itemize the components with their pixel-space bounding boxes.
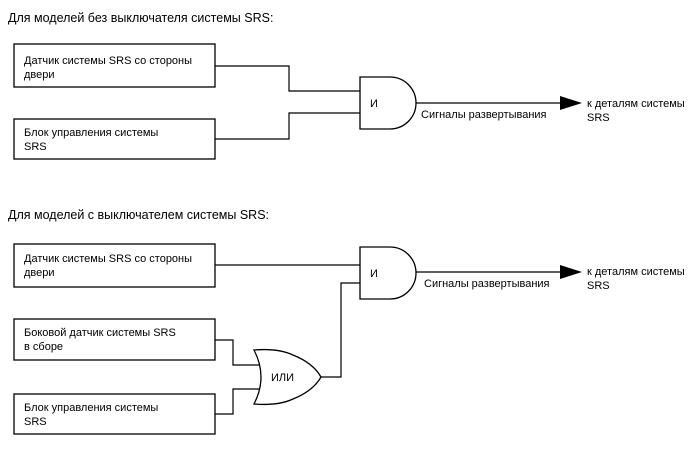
door-sensor-label-line1: Датчик системы SRS со стороны (24, 55, 192, 67)
wire-door-sensor-to-and (215, 65, 360, 92)
and-gate-2-label: И (370, 268, 378, 280)
side-sensor-label-line2: в сборе (24, 341, 63, 353)
section1-heading: Для моделей без выключателя системы SRS: (8, 11, 273, 25)
section-without-srs-switch: Для моделей без выключателя системы SRS:… (8, 11, 685, 160)
control-unit-label-line2: SRS (24, 141, 47, 153)
door-sensor-box-2: Датчик системы SRS со стороны двери (13, 243, 216, 288)
output-target-2-label-line2: SRS (587, 280, 610, 292)
side-sensor-box: Боковой датчик системы SRS в сборе (13, 318, 216, 361)
control-unit-box-2: Блок управления системы SRS (13, 393, 216, 435)
control-unit-2-label-line2: SRS (24, 416, 47, 428)
wire-or-to-and (321, 282, 360, 378)
wire-control-unit-to-and (215, 112, 360, 140)
output-target-label-line1: к деталям системы (587, 98, 685, 110)
control-unit-label-line1: Блок управления системы (24, 127, 158, 139)
or-gate-label: ИЛИ (271, 372, 294, 384)
door-sensor-2-label-line2: двери (24, 267, 55, 279)
and-gate-label: И (370, 98, 378, 110)
section2-heading: Для моделей с выключателем системы SRS: (8, 208, 269, 222)
deployment-signals-2-label: Сигналы развертывания (424, 278, 550, 290)
or-gate: ИЛИ (252, 348, 322, 406)
door-sensor-box: Датчик системы SRS со стороны двери (13, 43, 216, 88)
door-sensor-label-line2: двери (24, 69, 55, 81)
wire-control-unit-2-to-or (215, 388, 262, 415)
output-arrow-icon (560, 96, 582, 110)
output-target-2-label-line1: к деталям системы (587, 266, 685, 278)
control-unit-box: Блок управления системы SRS (13, 118, 216, 160)
wire-side-sensor-to-or (215, 339, 262, 366)
output-arrow-2-icon (560, 265, 582, 279)
side-sensor-label-line1: Боковой датчик системы SRS (24, 327, 176, 339)
output-target-label-line2: SRS (587, 112, 610, 124)
deployment-signals-label: Сигналы развертывания (421, 109, 547, 121)
control-unit-2-label-line1: Блок управления системы (24, 402, 158, 414)
and-gate-2: И (359, 246, 417, 300)
section-with-srs-switch: Для моделей с выключателем системы SRS: … (8, 208, 685, 435)
and-gate: И (359, 76, 417, 130)
door-sensor-2-label-line1: Датчик системы SRS со стороны (24, 253, 192, 265)
